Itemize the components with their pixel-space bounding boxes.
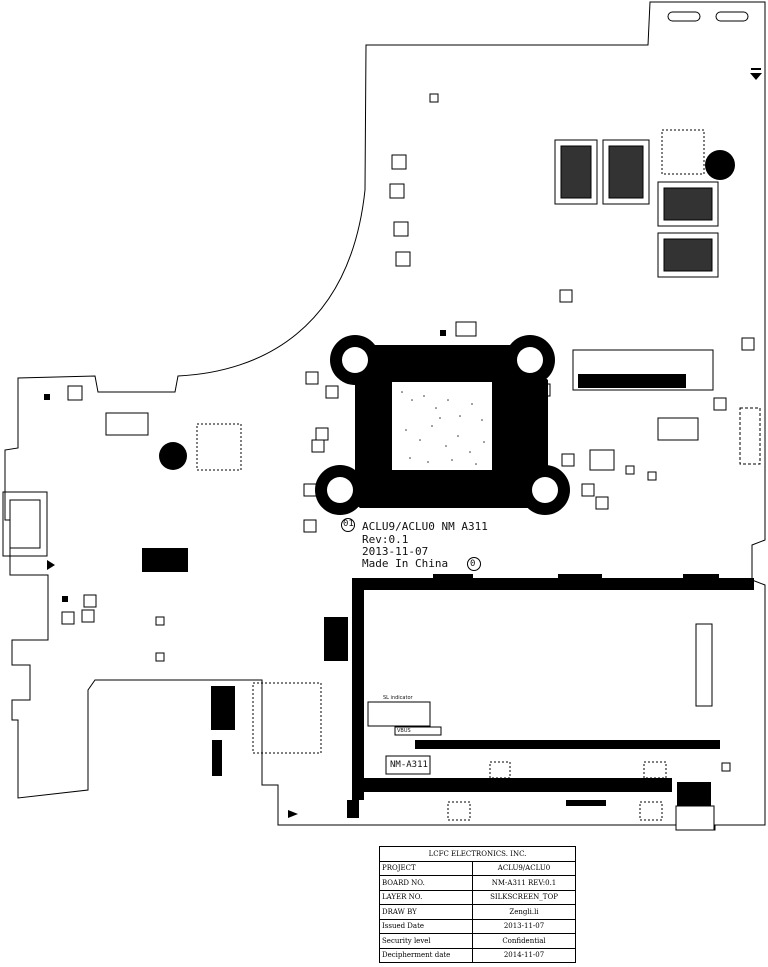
- row-label: LAYER NO.: [379, 889, 473, 905]
- arrow-marker-icon: [750, 73, 762, 80]
- row-label: Issued Date: [379, 918, 473, 934]
- title-block: LCFC ELECTRONICS. INC. PROJECT ACLU9/ACL…: [379, 846, 576, 963]
- row-value: 2013-11-07: [472, 918, 576, 934]
- ic-chip-outline: [252, 682, 322, 754]
- board-marking-line3: 2013-11-07: [362, 545, 429, 558]
- nm-label: NM-A311: [390, 760, 428, 770]
- logo-circle-icon: [341, 518, 355, 532]
- small-box-label-2: VBUS: [397, 728, 411, 734]
- row-label: Security level: [379, 933, 473, 949]
- logo-circle-right: 0: [470, 559, 476, 569]
- board-marking-line1: ACLU9/ACLU0 NM A311: [362, 520, 488, 533]
- usb-port-outline: [2, 491, 48, 557]
- slot-hole: [667, 11, 701, 22]
- logo-circle-left: 01: [343, 519, 354, 529]
- row-value: SILKSCREEN_TOP: [472, 889, 576, 905]
- ic-chip: [211, 686, 235, 730]
- ic-chip: [324, 617, 348, 661]
- row-label: PROJECT: [379, 860, 473, 876]
- memory-chip-group: [554, 129, 719, 278]
- board-marking-line4: Made In China: [362, 557, 449, 570]
- row-value: Zengli.li: [472, 904, 576, 920]
- ic-chip: [142, 548, 188, 572]
- row-label: Decipherment date: [379, 947, 473, 963]
- row-value: NM-A311 REV:0.1: [472, 875, 576, 891]
- row-label: BOARD NO.: [379, 875, 473, 891]
- row-value: Confidential: [472, 933, 576, 949]
- small-box-label: SL indicator: [383, 695, 413, 701]
- row-value: ACLU9/ACLU0: [472, 860, 576, 876]
- ic-chip-outline: [196, 423, 242, 471]
- row-value: 2014-11-07: [472, 947, 576, 963]
- cpu-heatsink-frame: [315, 335, 570, 515]
- label-box: [367, 701, 431, 727]
- board-marking-line2: Rev:0.1: [362, 533, 409, 546]
- passive-components: [61, 93, 755, 821]
- mounting-hole: [159, 442, 187, 470]
- nm-label-box: [385, 755, 431, 775]
- row-label: DRAW BY: [379, 904, 473, 920]
- bottom-frame: [347, 574, 754, 818]
- slot-hole: [715, 11, 749, 22]
- fpc-connector: [572, 349, 761, 465]
- company-name: LCFC ELECTRONICS. INC.: [379, 846, 576, 862]
- logo-circle-icon: [467, 557, 481, 571]
- mounting-hole: [705, 150, 735, 180]
